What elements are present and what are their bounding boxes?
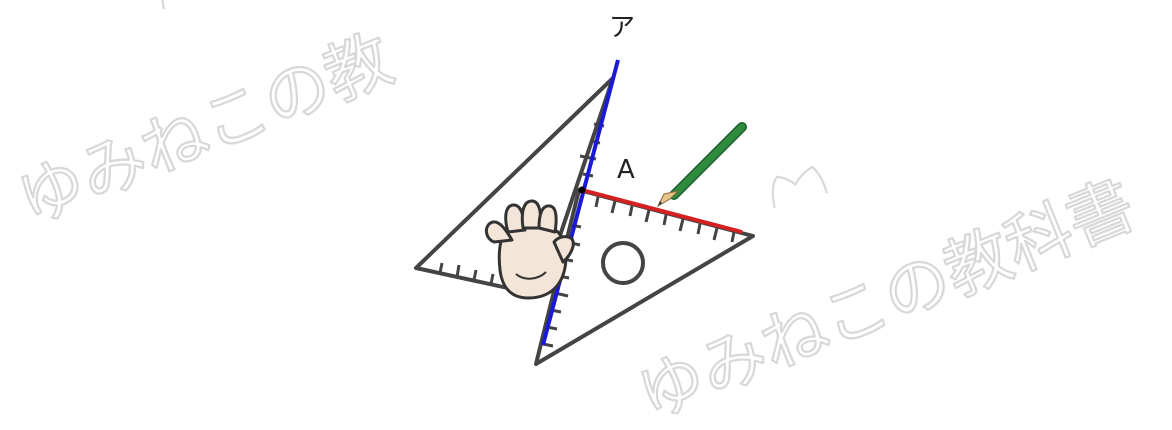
line-a (541, 59, 620, 346)
set-square-left (414, 76, 615, 297)
watermark-left: ゆみねこの教 (6, 0, 404, 241)
hand-icon (484, 199, 575, 300)
pencil-icon (656, 122, 747, 208)
set-square-hole (601, 241, 645, 285)
perpendicular-line (581, 188, 743, 234)
point-a (578, 186, 586, 194)
watermark-text-left: ゆみねこの教 (7, 20, 403, 240)
line-a-label: ア (609, 13, 635, 43)
set-square-left-outline (414, 76, 615, 297)
watermark-text-right: ゆみねこの教科書 (627, 166, 1145, 430)
watermark-cat-ears-left (161, 0, 218, 10)
watermark-cat-ears-right (771, 165, 828, 209)
point-a-label: A (617, 155, 635, 185)
